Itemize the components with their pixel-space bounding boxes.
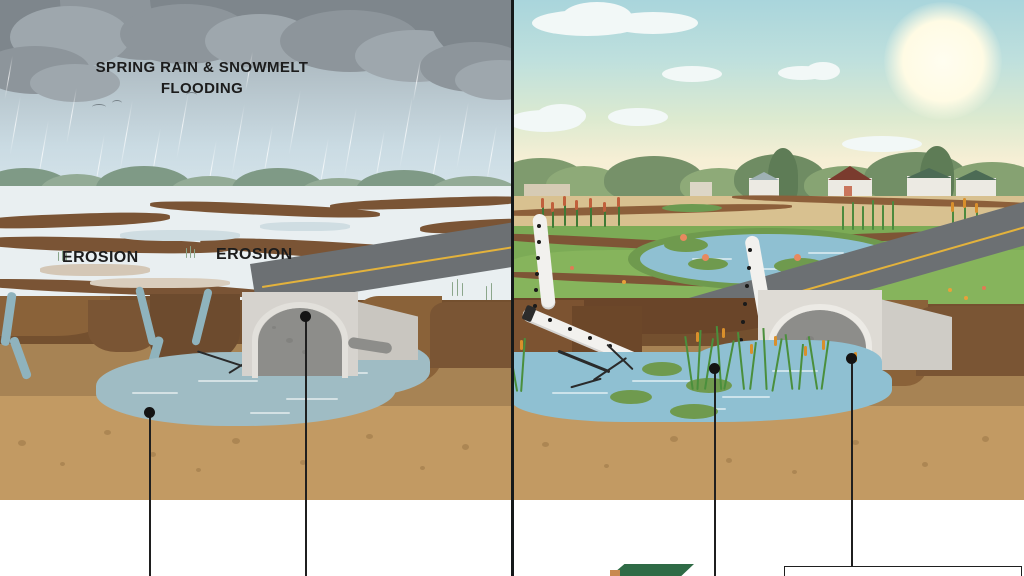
- erosion-label-right: EROSION: [216, 246, 293, 263]
- lily-pad: [642, 362, 682, 376]
- leader-tile-outlet: [714, 368, 716, 576]
- erosion-label-left: EROSION: [62, 249, 139, 266]
- bird-icon: [186, 92, 197, 98]
- legend-box: [784, 566, 1022, 576]
- barn-roof-marker-accent: [610, 570, 620, 576]
- leader-dot: [300, 311, 311, 322]
- left-panel-flooding: SPRING RAIN & SNOWMELT FLOODING EROSION …: [0, 0, 512, 500]
- lily-pad: [610, 390, 652, 404]
- culvert-flooded: [242, 286, 418, 378]
- title-line-1: SPRING RAIN & SNOWMELT: [95, 59, 309, 76]
- lily-pad: [688, 258, 728, 270]
- leader-flood-pool: [149, 412, 151, 576]
- grass-patch: [662, 204, 722, 212]
- white-barns: [512, 0, 1024, 210]
- lotus-flower: [702, 254, 709, 261]
- lily-pad: [670, 404, 718, 419]
- bird-icon: [112, 100, 122, 106]
- panel-divider: [511, 0, 514, 576]
- bird-icon: [92, 104, 106, 110]
- leader-clean-culvert: [851, 358, 853, 576]
- barn-roof-marker-icon: [605, 564, 694, 576]
- lotus-flower: [794, 254, 801, 261]
- leader-flood-culvert: [305, 316, 307, 576]
- leader-dot: [144, 407, 155, 418]
- lotus-flower: [680, 234, 687, 241]
- right-panel-restored: [512, 0, 1024, 500]
- leader-dot: [709, 363, 720, 374]
- sun-icon: [884, 2, 1002, 120]
- title-line-2: FLOODING: [160, 80, 244, 97]
- lily-pad: [664, 238, 708, 252]
- page-title: SPRING RAIN & SNOWMELT FLOODING: [82, 57, 322, 99]
- leader-dot: [846, 353, 857, 364]
